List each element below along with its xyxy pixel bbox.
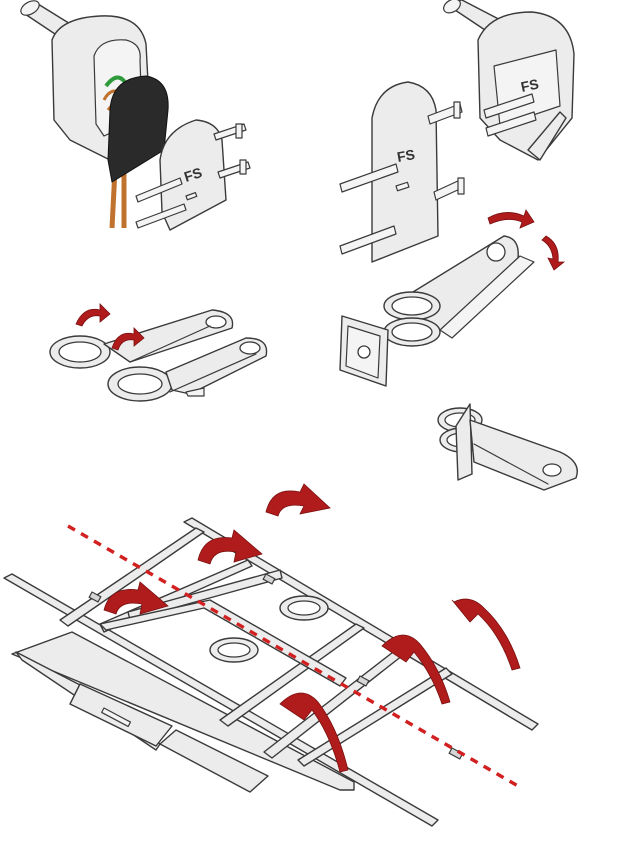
- curved-fold-arrow-icon: [265, 483, 331, 517]
- step-2-housing: FS: [443, 0, 575, 161]
- step-2-plate: FS: [339, 81, 465, 263]
- mounting-plate-mid: [371, 81, 439, 263]
- curved-fold-arrow-icon: [103, 581, 169, 615]
- step-4-flat-bracket: [49, 309, 268, 402]
- curved-fold-arrow-icon: [197, 529, 263, 565]
- flat-sheet-layout: [3, 517, 539, 827]
- step-5-assembled-bracket: [437, 403, 578, 491]
- fold-arrows-sheet: [103, 483, 521, 773]
- curved-fold-arrow-icon: [541, 235, 566, 271]
- curved-fold-arrow-icon: [279, 692, 349, 773]
- plate-marking-label-mid: FS: [396, 146, 416, 165]
- plate-marking-label-right: FS: [519, 76, 540, 95]
- curved-fold-arrow-icon: [487, 209, 535, 229]
- plate-marking-label: FS: [182, 164, 204, 185]
- curved-fold-arrow-icon: [75, 303, 111, 327]
- step-3-bracket: [339, 235, 535, 387]
- gasket-icon: [107, 75, 169, 183]
- step-1-housing-assembly: FS: [20, 0, 251, 231]
- fold-line-icon: [67, 524, 519, 788]
- fold-arrows-step-3: [487, 209, 566, 271]
- mounting-plate: [159, 119, 227, 231]
- curved-fold-arrow-icon: [451, 598, 521, 671]
- fold-arrows-step-4: [75, 303, 145, 351]
- curved-fold-arrow-icon: [111, 327, 145, 351]
- curved-fold-arrow-icon: [381, 634, 451, 705]
